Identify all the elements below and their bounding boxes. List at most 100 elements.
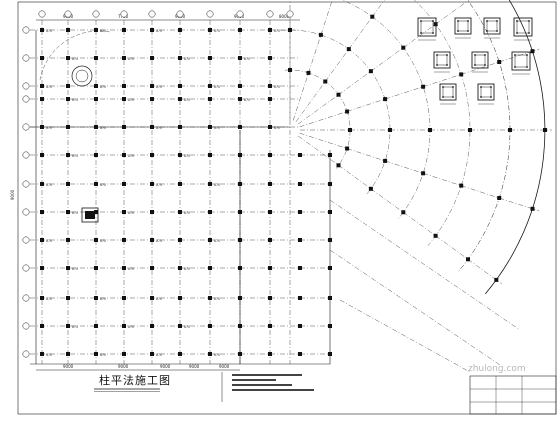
column-square [178, 28, 182, 32]
column-square [40, 182, 44, 186]
column-square [268, 266, 272, 270]
column-square [288, 28, 292, 32]
column-tag-label: 870 [214, 85, 220, 89]
column-square [66, 153, 70, 157]
axis-bubble [22, 151, 30, 159]
column-square [66, 56, 70, 60]
column-tag-label: 870 [128, 325, 134, 329]
column-square [238, 56, 242, 60]
column-square [122, 153, 126, 157]
wing-axis-line [329, 249, 501, 366]
column-square [40, 324, 44, 328]
column-tag-label: 870 [72, 211, 78, 215]
dimension-label-bottom: 9000 [118, 364, 129, 369]
axis-bubble [22, 54, 30, 62]
column-tag-label: 870 [156, 29, 162, 33]
column-square [494, 277, 499, 282]
column-square [40, 296, 44, 300]
column-section-stirrup [420, 20, 434, 34]
column-square [208, 266, 212, 270]
column-square [268, 125, 272, 129]
column-square [94, 153, 98, 157]
column-square [383, 158, 388, 163]
column-section-stirrup [436, 54, 448, 66]
rebar-dot [446, 54, 448, 56]
rebar-dot [514, 54, 516, 56]
column-square [150, 153, 154, 157]
column-square [466, 257, 470, 262]
column-square [508, 128, 512, 132]
column-square [346, 47, 351, 52]
dimension-label-bottom: 9000 [160, 364, 171, 369]
column-square [530, 49, 535, 54]
column-square [328, 266, 332, 270]
column-square [94, 125, 98, 129]
rectangular-axis-grid [30, 20, 331, 365]
column-square [421, 171, 426, 176]
wing-axis-line [329, 199, 521, 331]
watermark-text: zhulong.com [468, 364, 526, 374]
column-square [208, 182, 212, 186]
radial-axis-line [297, 135, 503, 285]
curved-axis-arc [341, 0, 431, 221]
column-square [178, 296, 182, 300]
column-section-legend [417, 17, 533, 105]
column-tag-label: 870 [46, 126, 52, 130]
column-square [178, 238, 182, 242]
axis-bubble [176, 10, 184, 18]
column-square [336, 92, 341, 97]
column-square [328, 352, 332, 356]
column-tag-label: 870 [100, 126, 106, 130]
column-square [122, 324, 126, 328]
column-section-outline [417, 17, 437, 37]
column-square [298, 210, 302, 214]
column-tag-label: 870 [46, 297, 52, 301]
rebar-dot [484, 54, 486, 56]
column-square [150, 266, 154, 270]
column-square [318, 32, 323, 37]
rebar-dot [420, 32, 422, 34]
column-tag-label: 870 [100, 239, 106, 243]
column-square [94, 182, 98, 186]
column-square [122, 28, 126, 32]
column-tag-label: 870 [46, 85, 52, 89]
column-square [66, 296, 70, 300]
axis-bubble [22, 208, 30, 216]
column-square [238, 182, 242, 186]
column-square [150, 28, 154, 32]
column-section-stirrup [516, 20, 530, 34]
column-tag-label: 870 [184, 325, 190, 329]
notes-block [221, 372, 314, 402]
rebar-dot [526, 66, 528, 68]
column-square [268, 324, 272, 328]
rebar-dot [484, 64, 486, 66]
rebar-dot [514, 66, 516, 68]
dimension-label-bottom: 9000 [189, 364, 200, 369]
rebar-dot [442, 86, 444, 88]
column-tag-label: 870 [100, 353, 106, 357]
column-markers: 870 870 870 870 870 870 870 870 870 870 870 870 870 8… [40, 14, 547, 357]
column-square [268, 97, 272, 101]
column-square [178, 56, 182, 60]
column-tag-label: 870 [274, 85, 280, 89]
column-square [497, 60, 502, 64]
column-square [238, 352, 242, 356]
axis-bubble [266, 10, 274, 18]
dimension-label-bottom: 9000 [63, 364, 74, 369]
column-square [328, 210, 332, 214]
rebar-dot [474, 64, 476, 66]
column-square [178, 352, 182, 356]
column-square [122, 182, 126, 186]
curved-axis-arc [414, 0, 471, 246]
column-tag-label: 870 [156, 183, 162, 187]
column-tag-label: 870 [72, 98, 78, 102]
column-square [40, 238, 44, 242]
radial-axis-line [299, 48, 540, 128]
column-square [459, 183, 464, 188]
column-square [40, 28, 44, 32]
column-square [208, 296, 212, 300]
column-tag-label: 870 [244, 98, 250, 102]
column-tag-label: 870 [156, 239, 162, 243]
column-tag-label: 870 [274, 29, 280, 33]
radial-axis-line [299, 132, 540, 212]
